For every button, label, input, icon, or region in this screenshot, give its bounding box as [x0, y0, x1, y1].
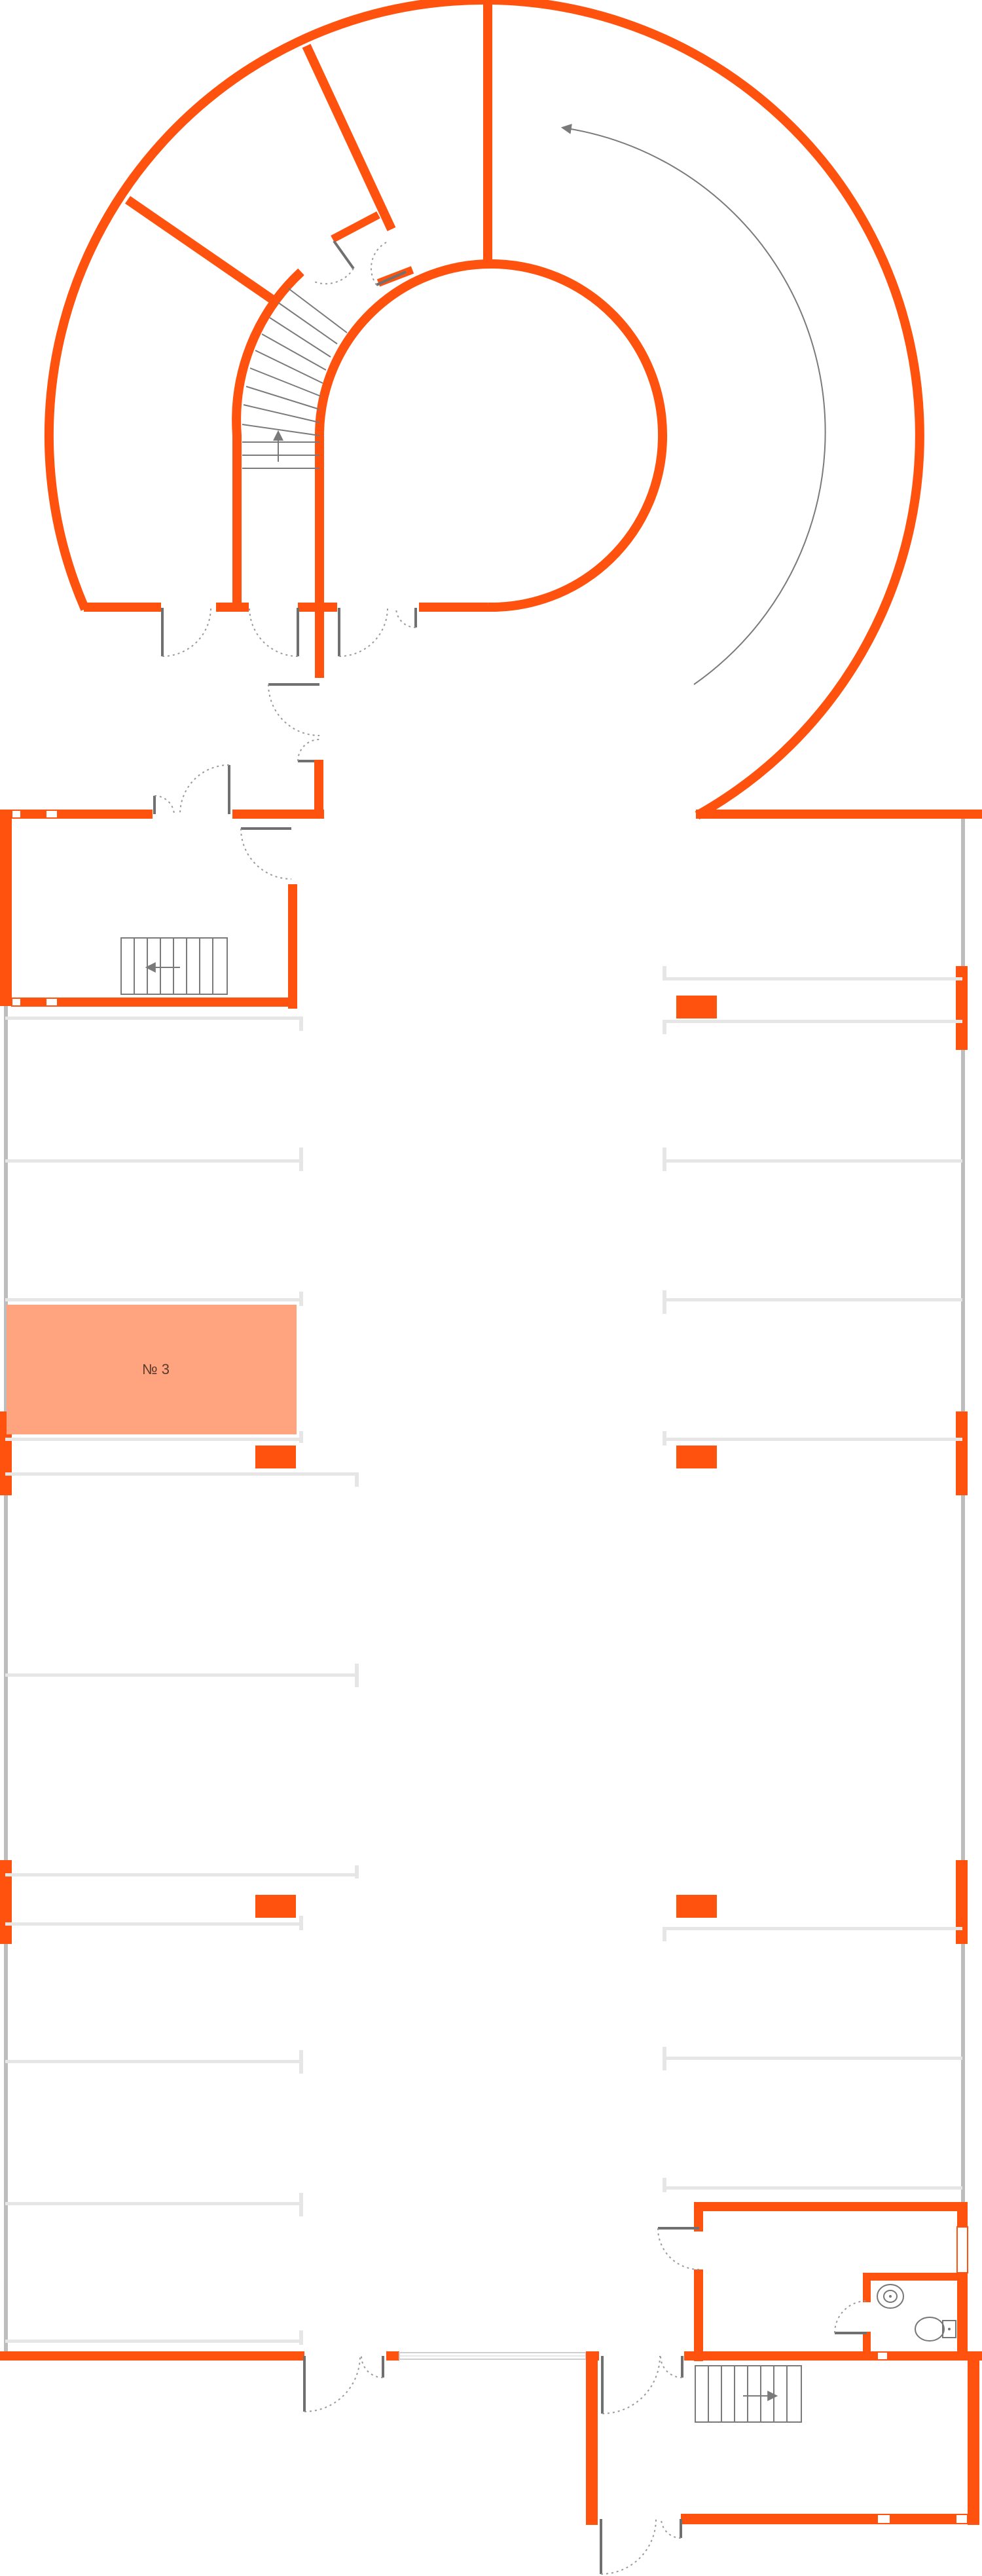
vestibule-exit-door-2[interactable] — [661, 2518, 682, 2539]
hall-left-edge — [4, 819, 8, 2355]
stair-room-top-left — [0, 760, 324, 1009]
hall-exit-door-1[interactable] — [303, 2355, 361, 2412]
sink-icon — [877, 2284, 904, 2309]
ramp-door-1[interactable] — [161, 607, 211, 657]
ramp-radial-wall-3 — [125, 196, 278, 305]
hall-top-wall-right — [696, 810, 982, 819]
parking-space-3-label: № 3 — [142, 1361, 170, 1377]
corridor-door-2[interactable] — [297, 739, 320, 762]
ramp-outer-wall — [44, 0, 924, 820]
stair-room-door-small[interactable] — [153, 794, 175, 815]
ramp-inner-core — [315, 259, 667, 612]
right-stall-dividers — [663, 966, 962, 2192]
vestibule-exit-door-1[interactable] — [600, 2518, 657, 2575]
stair-door-side[interactable] — [370, 242, 407, 286]
parking-space-3[interactable]: № 3 — [7, 1305, 297, 1434]
curved-arrow-icon — [560, 123, 826, 685]
ramp-door-4[interactable] — [395, 607, 417, 628]
hall-right-edge — [961, 819, 965, 2358]
toilet-cabin-door[interactable] — [834, 2300, 867, 2334]
toilet-cabin-left — [863, 2273, 871, 2302]
garage-gate[interactable] — [399, 2352, 587, 2360]
corridor-door-1[interactable] — [268, 683, 320, 736]
window-icon — [877, 2351, 888, 2361]
spiral-stair — [242, 288, 348, 469]
stair-room-top-wall-right — [232, 810, 324, 819]
stair-room-left-wall — [0, 810, 12, 1006]
column-right-3 — [956, 1860, 968, 1944]
bottom-wall-left — [0, 2351, 304, 2361]
ramp-section — [44, 0, 924, 820]
straight-stair-bottom — [695, 2365, 802, 2423]
ramp-short-wall-1 — [331, 211, 380, 243]
toilet-cabin-top — [863, 2273, 961, 2281]
vestibule-right-wall — [968, 2351, 979, 2525]
window-icon — [11, 810, 22, 819]
ramp-door-3[interactable] — [338, 607, 388, 657]
window-icon — [877, 2514, 891, 2524]
ramp-base-wall-right — [419, 603, 488, 612]
pillar-4 — [255, 1895, 296, 1918]
left-stall-dividers — [5, 1017, 359, 2345]
vestibule-bottom-wall — [681, 2514, 877, 2524]
wc-door[interactable] — [657, 2227, 700, 2270]
window-icon — [956, 2226, 968, 2273]
parking-space-3-fill[interactable] — [7, 1305, 297, 1434]
main-hall: № 3 — [0, 810, 982, 2358]
column-right-2 — [956, 1411, 968, 1495]
stair-door-top[interactable] — [314, 240, 355, 285]
window-icon — [45, 998, 58, 1007]
ramp-base-wall-left — [84, 603, 161, 612]
wc-left-wall — [694, 2269, 703, 2361]
stair-room-right-wall — [288, 884, 297, 1009]
vestibule-door-2[interactable] — [660, 2355, 683, 2378]
toilet-icon — [915, 2317, 956, 2342]
straight-stair-top-left — [120, 937, 228, 995]
column-right-1 — [956, 966, 968, 1050]
wc-top-wall — [694, 2202, 968, 2211]
pillar-5 — [676, 1895, 717, 1918]
window-icon — [45, 810, 58, 819]
stair-room-door-right[interactable] — [240, 827, 292, 880]
ramp-stair-wall — [232, 268, 304, 609]
ramp-door-2[interactable] — [249, 607, 299, 657]
ramp-radial-wall-2 — [302, 44, 396, 231]
pillar-2 — [255, 1446, 296, 1468]
column-left-2 — [0, 1860, 12, 1944]
pillar-1 — [676, 996, 717, 1018]
bottom-section — [0, 2202, 982, 2575]
pillar-3 — [676, 1446, 717, 1468]
vestibule-door-1[interactable] — [601, 2355, 661, 2414]
window-icon — [11, 998, 22, 1007]
window-icon — [955, 2514, 968, 2524]
stair-room-door-top[interactable] — [179, 764, 230, 815]
vestibule-left-wall — [586, 2351, 598, 2525]
hall-exit-door-2[interactable] — [361, 2355, 384, 2378]
